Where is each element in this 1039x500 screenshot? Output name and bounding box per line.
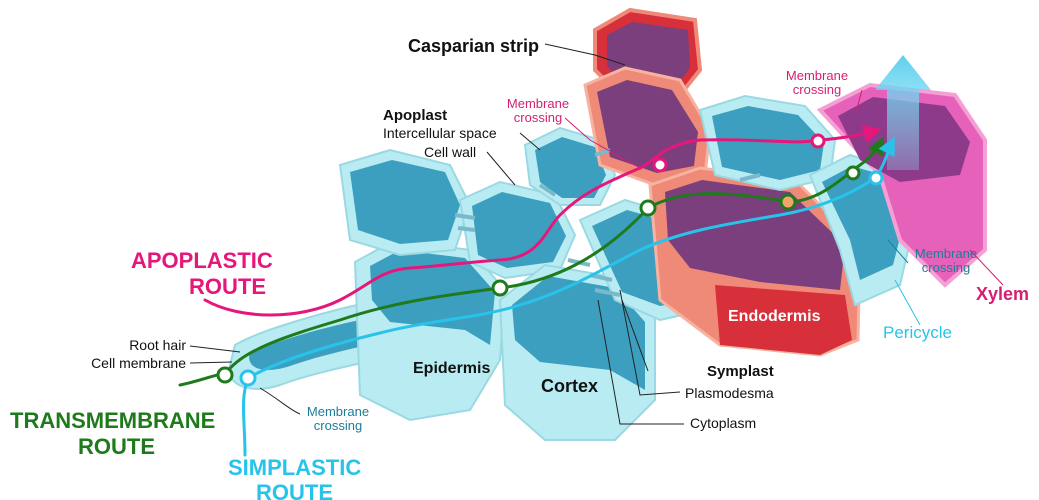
label-xylem: Xylem	[976, 284, 1029, 304]
label-epidermis: Epidermis	[413, 360, 490, 377]
label-membrane-crossing-bottom-text: Membrane	[307, 404, 369, 419]
label-transmembrane-route-text-line2: ROUTE	[78, 434, 155, 459]
label-simplastic-route-text: SIMPLASTIC	[228, 455, 361, 480]
label-plasmodesma: Plasmodesma	[685, 385, 774, 401]
label-cell-membrane: Cell membrane	[91, 355, 186, 371]
label-membrane-crossing-bottom-text-line2: crossing	[314, 418, 362, 433]
label-symplast: Symplast	[707, 363, 774, 380]
label-membrane-crossing-top-center-text-line2: crossing	[514, 110, 562, 125]
label-casparian-strip: Casparian strip	[408, 36, 539, 56]
label-apoplastic-route-text-line2: ROUTE	[189, 274, 266, 299]
cell-blocks	[229, 10, 985, 440]
label-cytoplasm: Cytoplasm	[690, 415, 756, 431]
label-membrane-crossing-right-text: Membrane	[915, 246, 977, 261]
label-cortex: Cortex	[541, 376, 598, 396]
label-cell-wall: Cell wall	[424, 144, 476, 160]
label-intercellular-space: Intercellular space	[383, 125, 497, 141]
label-transmembrane-route-text: TRANSMEMBRANE	[10, 408, 215, 433]
label-membrane-crossing-top-right-text-line2: crossing	[793, 82, 841, 97]
label-root-hair: Root hair	[129, 337, 186, 353]
label-membrane-crossing-top-center-text: Membrane	[507, 96, 569, 111]
label-pericycle: Pericycle	[883, 323, 952, 342]
label-endodermis: Endodermis	[728, 308, 821, 325]
label-apoplast: Apoplast	[383, 107, 447, 124]
label-membrane-crossing-right-text-line2: crossing	[922, 260, 970, 275]
label-simplastic-route-text-line2: ROUTE	[256, 480, 333, 500]
label-apoplastic-route-text: APOPLASTIC	[131, 248, 273, 273]
label-membrane-crossing-top-right-text: Membrane	[786, 68, 848, 83]
